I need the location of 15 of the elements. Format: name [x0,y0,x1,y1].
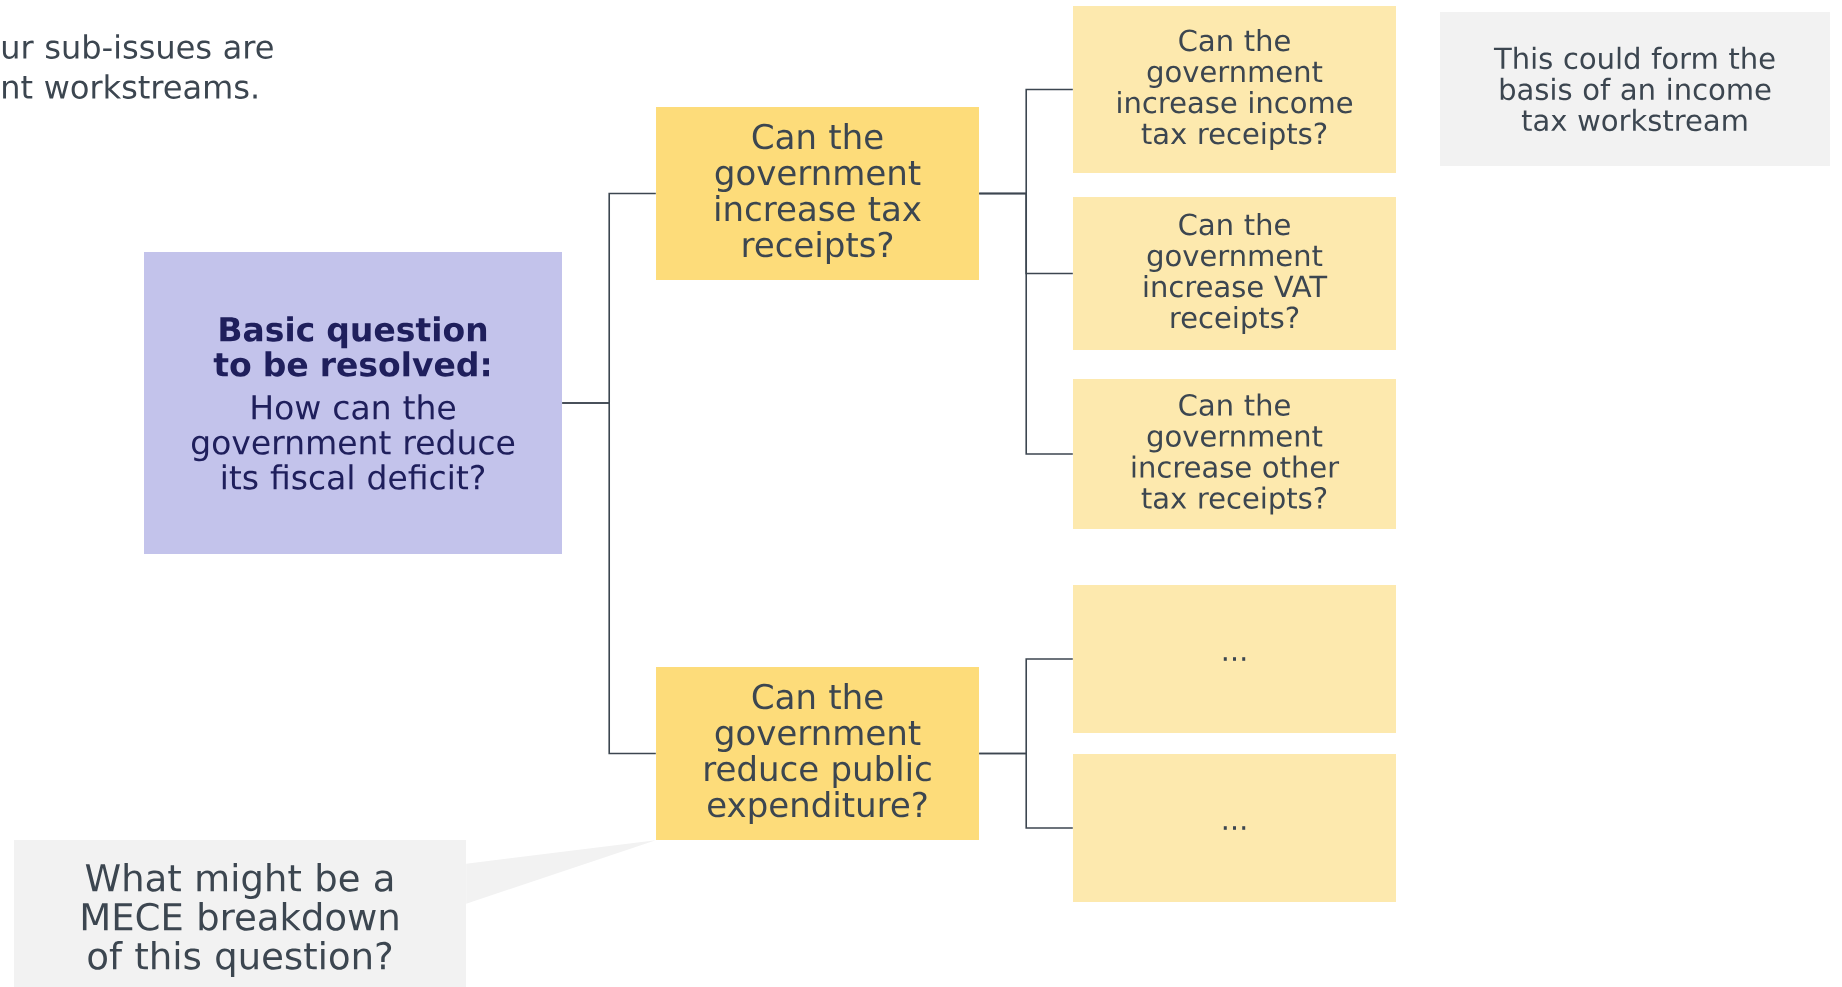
sub-question-box: Can the government increase other tax receipts? [1073,379,1396,529]
sub-question-box: Can the government increase VAT receipts? [1073,197,1396,350]
question-box: Basic question to be resolved: How can the government reduce its fiscal deficit? [144,252,562,554]
connector-line [561,402,657,755]
callout-pointer [466,840,656,904]
note-box: This could form the basis of an income tax workstream [1440,12,1830,166]
connector-line [978,752,1074,829]
sub-question-box: Can the government increase tax receipts? [656,107,979,280]
sub-question-box: Can the government reduce public expenditure? [656,667,979,840]
sub-question-box: ... [1073,585,1396,733]
connector-line [978,192,1074,455]
note-text: ur sub-issues are nt workstreams. [2,34,273,99]
sub-question-box: ... [1073,754,1396,902]
callout-box: What might be a MECE breakdown of this question? [14,840,466,987]
sub-question-box: Can the government increase income tax receipts? [1073,6,1396,173]
